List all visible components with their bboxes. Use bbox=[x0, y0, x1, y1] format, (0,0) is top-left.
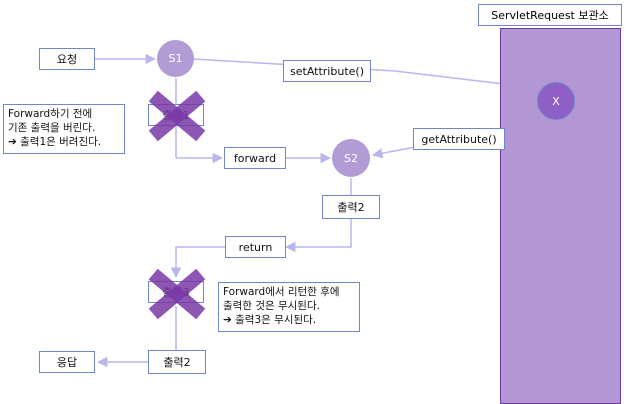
return-note-line-2: 출력한 것은 무시된다. bbox=[223, 300, 320, 312]
arrow-s1-to-x bbox=[192, 58, 539, 93]
output2-final-box: 출력2 bbox=[148, 350, 206, 374]
x-node: X bbox=[537, 82, 575, 120]
arrow-return-to-output3 bbox=[170, 246, 225, 279]
response-box: 응답 bbox=[39, 351, 95, 373]
forward-box: forward bbox=[224, 147, 286, 169]
get-attribute-box: getAttribute() bbox=[413, 128, 505, 150]
output1-cross-mark bbox=[148, 90, 206, 142]
forward-note: Forward하기 전에 기존 출력을 버린다. ➔ 출력1은 버려진다. bbox=[3, 104, 125, 154]
forward-note-line-2: 기존 출력을 버린다. bbox=[8, 122, 96, 134]
return-box: return bbox=[225, 236, 286, 258]
arrow-to-return bbox=[284, 219, 352, 253]
request-box: 요청 bbox=[39, 48, 95, 70]
return-note: Forward에서 리턴한 후에 출력한 것은 무시된다. ➔ 출력3은 무시된… bbox=[218, 282, 360, 332]
s2-node: S2 bbox=[332, 139, 370, 177]
s1-node: S1 bbox=[157, 40, 194, 77]
output2-s2-box: 출력2 bbox=[322, 195, 380, 219]
return-note-line-3: ➔ 출력3은 무시된다. bbox=[223, 314, 317, 326]
return-note-line-1: Forward에서 리턴한 후에 bbox=[223, 286, 340, 298]
set-attribute-box: setAttribute() bbox=[283, 60, 371, 82]
forward-note-line-1: Forward하기 전에 bbox=[8, 108, 93, 120]
output3-cross-mark bbox=[148, 268, 206, 320]
storage-title: ServletRequest 보관소 bbox=[478, 4, 622, 26]
forward-note-line-3: ➔ 출력1은 버려진다. bbox=[8, 136, 102, 148]
